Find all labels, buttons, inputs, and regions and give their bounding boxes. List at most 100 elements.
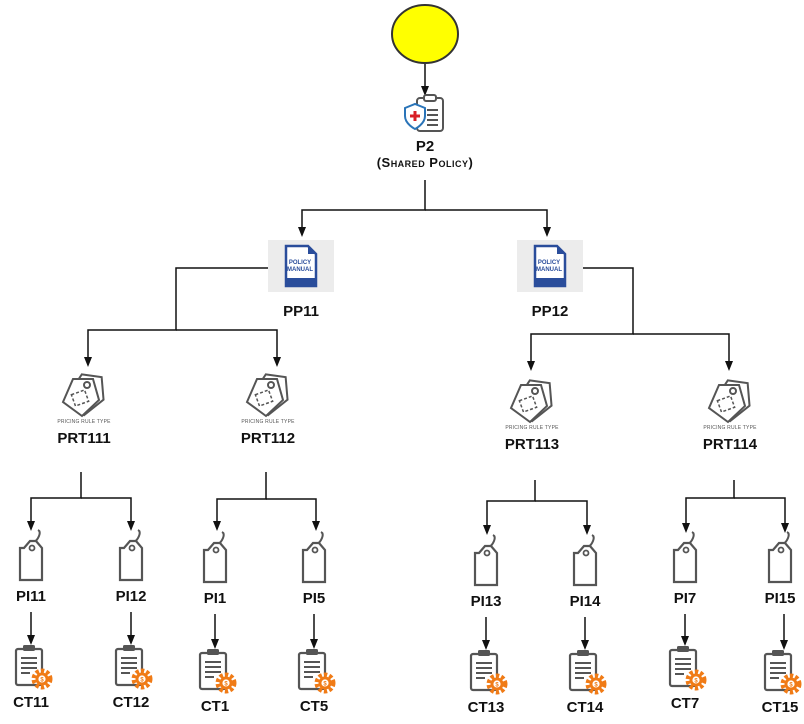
contract-gear-icon: $ [14,645,53,690]
manual-text-line1: POLICY [289,260,311,266]
edge-policy-split [298,180,426,237]
ct-label: CT7 [670,695,700,712]
contract-gear-icon: $ [568,650,607,695]
pricing-item-node[interactable]: PI15 [756,530,804,607]
tag-icon [767,531,793,584]
tag-icon [18,529,44,582]
pi-label: PI12 [115,588,147,605]
pricing-item-node[interactable]: PI7 [657,530,713,607]
policy-plan-node[interactable]: POLICY MANUAL PP11 [263,240,339,320]
contract-gear-icon: $ [297,649,336,694]
contract-node[interactable]: $ CT12 [103,643,159,711]
edge-prt111-split [27,472,82,531]
pi-label: PI13 [470,593,502,610]
price-tags-icon [61,373,105,418]
policy-plan-node[interactable]: POLICY MANUAL PP12 [513,240,587,320]
contract-gear-icon: $ [668,646,707,691]
tag-icon [202,531,228,584]
policy-label: P2 [415,138,435,155]
manual-icon-box: POLICY MANUAL [268,240,334,292]
edge-prt112-split [213,472,267,531]
svg-text:$: $ [789,683,793,689]
svg-text:$: $ [694,679,698,685]
pricing-item-node[interactable]: PI5 [286,530,342,607]
contract-node[interactable]: $ CT15 [756,648,804,716]
pi-label: PI5 [302,590,326,607]
pricing-item-node[interactable]: PI13 [458,533,514,610]
prt-label: PRT112 [240,430,296,447]
tag-icon [572,534,598,587]
edge-pp11-split [84,267,268,367]
start-event-circle[interactable] [390,3,460,65]
edge-prt114-pi15 [734,497,789,533]
pricing-rule-type-node[interactable]: PRICING RULE TYPE PRT114 [690,378,770,453]
prt-label: PRT113 [504,436,560,453]
price-tags-icon [509,379,553,424]
contract-node[interactable]: $ CT7 [657,644,713,712]
contract-node[interactable]: $ CT11 [3,643,59,711]
contract-node[interactable]: $ CT14 [557,648,613,716]
pp-label: PP12 [531,303,569,320]
manual-icon-box: POLICY MANUAL [517,240,583,292]
tag-icon [672,531,698,584]
contract-gear-icon: $ [198,649,237,694]
policy-manual-icon: POLICY MANUAL [533,244,567,288]
pi-label: PI7 [673,590,697,607]
rule-type-caption: PRICING RULE TYPE [241,419,295,425]
tag-icon [118,529,144,582]
manual-text-line2: MANUAL [536,267,562,273]
contract-gear-icon: $ [469,650,508,695]
rule-type-caption: PRICING RULE TYPE [57,419,111,425]
tag-icon [301,531,327,584]
svg-text:$: $ [495,683,499,689]
policy-node[interactable]: P2 (Shared Policy) [358,94,492,170]
pp-label: PP11 [283,303,319,320]
edge-prt114-split [682,480,735,533]
contract-node[interactable]: $ CT1 [187,647,243,715]
pi-label: PI1 [203,590,227,607]
pricing-rule-type-node[interactable]: PRICING RULE TYPE PRT111 [44,372,124,447]
svg-text:$: $ [594,683,598,689]
contract-gear-icon: $ [114,645,153,690]
pricing-rule-type-node[interactable]: PRICING RULE TYPE PRT113 [492,378,572,453]
insurance-policy-icon [404,94,444,132]
pi-label: PI14 [569,593,601,610]
ct-label: CT15 [761,699,799,716]
pricing-item-node[interactable]: PI12 [103,528,159,605]
pi-label: PI15 [764,590,796,607]
ct-label: CT1 [200,698,230,715]
policy-manual-icon: POLICY MANUAL [284,244,318,288]
edge-policy-pp12 [425,209,551,237]
pricing-item-node[interactable]: PI14 [557,533,613,610]
edge-prt113-pi14 [535,500,591,535]
ct-label: CT14 [566,699,604,716]
ct-label: CT13 [467,699,505,716]
edge-prt111-pi12 [81,497,135,531]
pricing-item-node[interactable]: PI1 [187,530,243,607]
ct-label: CT5 [299,698,329,715]
edge-pp11-prt112 [176,329,281,367]
rule-type-caption: PRICING RULE TYPE [703,425,757,431]
svg-text:$: $ [224,682,228,688]
tag-icon [473,534,499,587]
edge-pp12-prt114 [633,333,733,371]
prt-label: PRT114 [702,436,758,453]
pricing-item-node[interactable]: PI11 [3,528,59,605]
manual-text-line1: POLICY [538,260,560,266]
svg-text:$: $ [323,682,327,688]
contract-node[interactable]: $ CT5 [286,647,342,715]
ct-label: CT11 [13,694,49,711]
svg-text:$: $ [140,678,144,684]
contract-gear-icon: $ [763,650,802,695]
price-tags-icon [245,373,289,418]
manual-text-line2: MANUAL [287,267,313,273]
edge-prt112-pi5 [266,498,320,531]
edge-prt113-split [483,480,536,535]
pi-label: PI11 [15,588,47,605]
contract-node[interactable]: $ CT13 [458,648,514,716]
pricing-rule-type-node[interactable]: PRICING RULE TYPE PRT112 [228,372,308,447]
price-tags-icon [707,379,751,424]
rule-type-caption: PRICING RULE TYPE [505,425,559,431]
